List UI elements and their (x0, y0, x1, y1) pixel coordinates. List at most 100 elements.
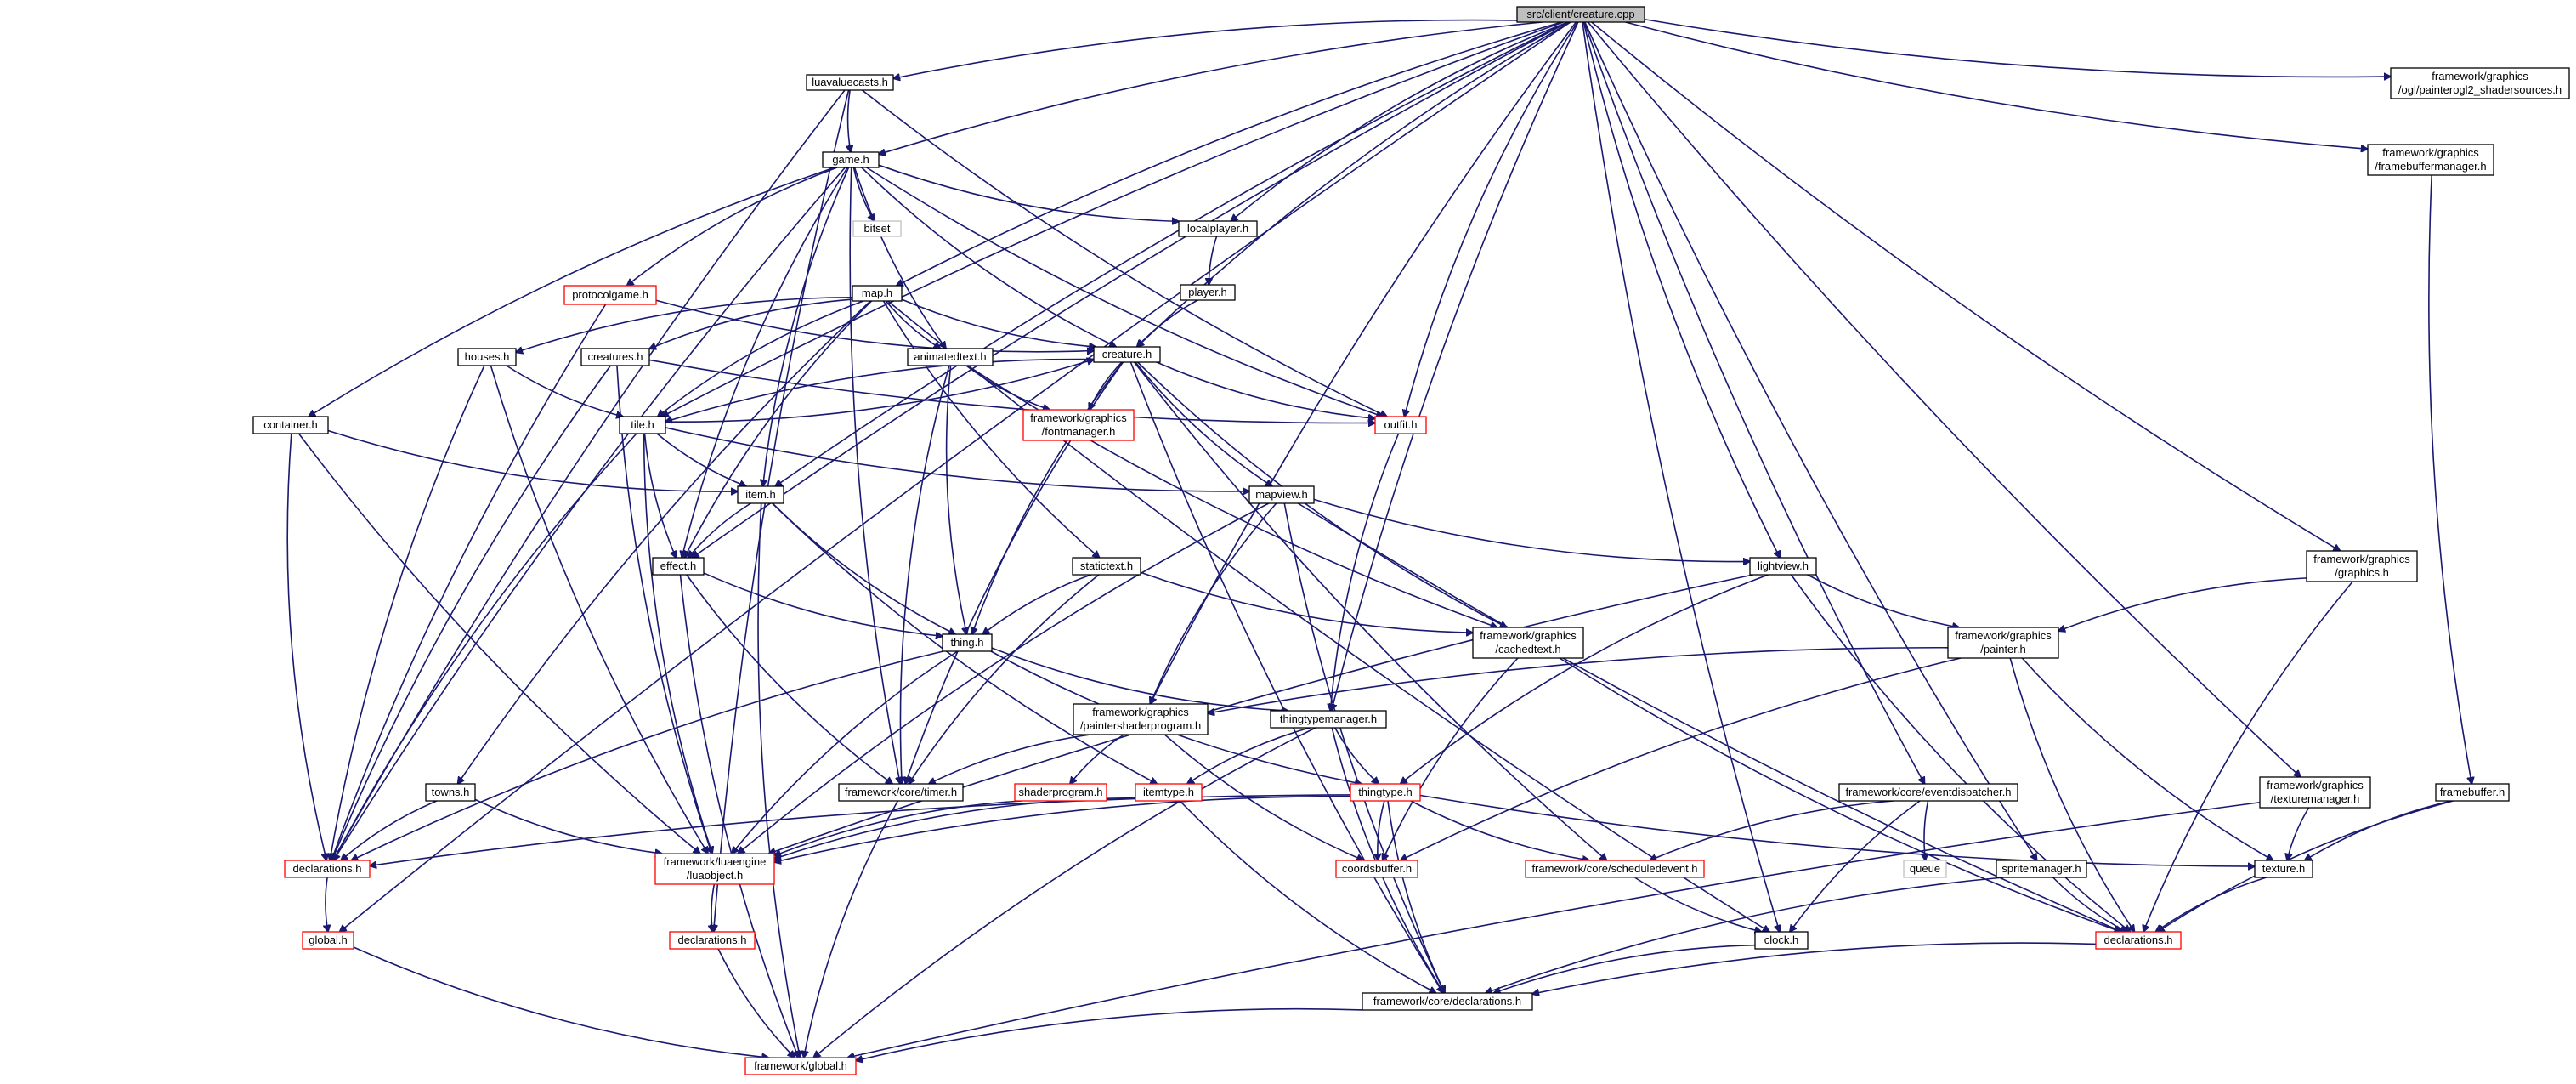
node-box (2095, 931, 2182, 950)
edge-map-to-creatures (649, 298, 853, 349)
node-cachedtext[interactable]: framework/graphics/cachedtext.h (1472, 627, 1584, 659)
node-label: bitset (863, 222, 890, 235)
node-box (1135, 783, 1203, 802)
node-luavaluecasts[interactable]: luavaluecasts.h (806, 74, 894, 91)
node-towns[interactable]: towns.h (425, 783, 476, 802)
node-localplayer[interactable]: localplayer.h (1178, 220, 1258, 237)
node-framework-global[interactable]: framework/global.h (744, 1057, 857, 1075)
node-creature[interactable]: creature.h (1093, 346, 1161, 363)
node-declarations-gfx[interactable]: declarations.h (2095, 931, 2182, 950)
node-label: luavaluecasts.h (812, 76, 888, 88)
node-paintershaderprogram[interactable]: framework/graphics/paintershaderprogram.… (1073, 703, 1209, 735)
edge-map-to-tile (658, 300, 864, 417)
node-box (2367, 144, 2494, 176)
node-player[interactable]: player.h (1180, 284, 1236, 301)
node-container[interactable]: container.h (252, 416, 329, 434)
node-thingtype[interactable]: thingtype.h (1350, 783, 1421, 802)
edge-root-to-localplayer (1231, 21, 1569, 221)
node-scheduledevent[interactable]: framework/core/scheduledevent.h (1525, 860, 1705, 878)
node-eventdispatcher[interactable]: framework/core/eventdispatcher.h (1838, 783, 2018, 802)
node-label: thingtype.h (1358, 786, 1413, 798)
node-map[interactable]: map.h (852, 285, 903, 302)
edge-lightview-to-painter (1807, 574, 1959, 627)
edge-root-to-framebuffermanager (1625, 21, 2368, 149)
nodes-layer: src/client/creature.cppluavaluecasts.hga… (252, 6, 2570, 1075)
edge-painter-to-paintershaderprogram (1208, 646, 1949, 713)
node-shadersources[interactable]: framework/graphics/ogl/painterogl2_shade… (2390, 67, 2570, 99)
edge-map-to-statictext (882, 300, 1100, 558)
node-spritemanager[interactable]: spritemanager.h (1996, 860, 2087, 878)
node-core-declarations[interactable]: framework/core/declarations.h (1362, 992, 1533, 1011)
edge-framebuffer-to-texture (2305, 800, 2452, 860)
node-label: statictext.h (1080, 559, 1133, 572)
node-effect[interactable]: effect.h (652, 557, 705, 576)
node-houses[interactable]: houses.h (457, 348, 517, 366)
node-box (652, 557, 705, 576)
edge-towns-to-luaobject (474, 798, 662, 854)
node-label: spritemanager.h (2001, 862, 2081, 875)
node-box (2254, 860, 2313, 878)
edge-houses-to-luaobject (490, 365, 708, 854)
node-label: protocolgame.h (572, 288, 648, 301)
edge-item-to-itemtype (772, 502, 1158, 784)
node-label: framebuffer.h (2440, 786, 2505, 798)
node-creatures[interactable]: creatures.h (580, 348, 650, 366)
edge-root-to-effect (692, 21, 1569, 558)
node-coordsbuffer[interactable]: coordsbuffer.h (1335, 860, 1418, 878)
node-box (1472, 627, 1584, 659)
node-declarations-lua[interactable]: declarations.h (669, 931, 756, 950)
node-lightview[interactable]: lightview.h (1749, 557, 1817, 576)
node-label: localplayer.h (1187, 222, 1248, 235)
edge-game-to-localplayer (878, 164, 1179, 221)
edge-protocolgame-to-creature (655, 299, 1094, 352)
node-fontmanager[interactable]: framework/graphics/fontmanager.h (1022, 409, 1135, 441)
edge-texture-to-declarations-gfx (2155, 877, 2267, 932)
node-box (942, 633, 993, 652)
edge-mapview-to-luaobject (738, 502, 1270, 854)
edge-painter-to-declarations-gfx (2009, 657, 2134, 932)
edge-tile-to-declarations-client (333, 433, 637, 860)
node-timer[interactable]: framework/core/timer.h (838, 783, 964, 802)
node-label: framework/graphics (1955, 629, 2052, 642)
node-framebuffer[interactable]: framebuffer.h (2435, 783, 2510, 802)
edge-eventdispatcher-to-scheduledevent (1650, 800, 1894, 860)
node-box (806, 74, 894, 91)
node-shaderprogram[interactable]: shaderprogram.h (1014, 783, 1107, 802)
edge-thingtypemanager-to-itemtype (1187, 727, 1311, 784)
node-framebuffermanager[interactable]: framework/graphics/framebuffermanager.h (2367, 144, 2494, 176)
node-texture[interactable]: texture.h (2254, 860, 2313, 878)
node-declarations-client[interactable]: declarations.h (284, 860, 371, 878)
node-clock[interactable]: clock.h (1754, 931, 1809, 950)
edge-game-to-timer (849, 167, 900, 784)
node-box (1947, 627, 2059, 659)
node-label: effect.h (660, 559, 696, 572)
node-painter[interactable]: framework/graphics/painter.h (1947, 627, 2059, 659)
node-game[interactable]: game.h (822, 151, 880, 168)
node-protocolgame[interactable]: protocolgame.h (563, 285, 657, 305)
edge-tile-to-item (656, 433, 746, 486)
node-luaobject[interactable]: framework/luaengine/luaobject.h (654, 853, 775, 885)
edge-root-to-item (775, 21, 1568, 486)
node-texturemanager[interactable]: framework/graphics/texturemanager.h (2259, 776, 2371, 809)
node-itemtype[interactable]: itemtype.h (1135, 783, 1203, 802)
node-thing[interactable]: thing.h (942, 633, 993, 652)
node-label: tile.h (631, 418, 654, 431)
node-label: itemtype.h (1143, 786, 1194, 798)
edge-map-to-creature (901, 298, 1096, 347)
node-item[interactable]: item.h (737, 485, 784, 504)
node-box (580, 348, 650, 366)
edge-animatedtext-to-thing (945, 365, 967, 634)
node-box (1270, 710, 1387, 729)
node-label: shaderprogram.h (1019, 786, 1103, 798)
edge-statictext-to-timer (909, 574, 1100, 784)
node-label: towns.h (432, 786, 470, 798)
node-graphics[interactable]: framework/graphics/graphics.h (2306, 550, 2418, 582)
node-animatedtext[interactable]: animatedtext.h (907, 348, 994, 366)
node-global-client[interactable]: global.h (302, 931, 354, 950)
node-mapview[interactable]: mapview.h (1248, 485, 1315, 504)
node-outfit[interactable]: outfit.h (1374, 416, 1427, 434)
node-thingtypemanager[interactable]: thingtypemanager.h (1270, 710, 1387, 729)
node-box (457, 348, 517, 366)
node-statictext[interactable]: statictext.h (1072, 557, 1141, 576)
node-tile[interactable]: tile.h (619, 416, 666, 434)
